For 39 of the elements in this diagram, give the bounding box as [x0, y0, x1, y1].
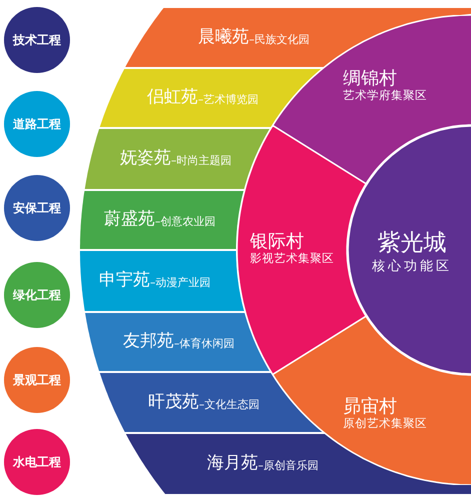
garden-theme: –艺术博览园 [198, 94, 258, 105]
garden-theme: –创意农业园 [155, 216, 216, 227]
center-subtitle: 核心功能区 [372, 260, 452, 273]
garden-band [99, 69, 322, 127]
village-theme: 影视艺术集聚区 [250, 253, 334, 264]
ring-segment [237, 125, 366, 375]
garden-name: 侣虹苑 [147, 89, 198, 106]
garden-theme: –时尚主题园 [171, 155, 232, 166]
category-label: 道路工程 [13, 118, 61, 130]
garden-theme: –体育休闲园 [174, 338, 234, 349]
category-label: 景观工程 [13, 374, 61, 386]
garden-theme: –动漫产业园 [150, 277, 210, 288]
village-name: 银际村 [250, 233, 304, 251]
garden-theme: –文化生态园 [199, 398, 260, 410]
garden-name: 申宇苑 [99, 272, 150, 289]
village-name: 绸锦村 [343, 70, 397, 88]
category-label: 安保工程 [13, 202, 61, 214]
garden-name: 晨曦苑 [198, 28, 249, 46]
garden-band [125, 434, 471, 494]
garden-name: 妩姿苑 [120, 150, 171, 167]
village-theme: 原创艺术集聚区 [343, 418, 427, 430]
garden-band [80, 191, 244, 249]
category-label: 水电工程 [13, 456, 61, 468]
garden-band [84, 129, 270, 189]
garden-band [85, 313, 270, 371]
garden-band [125, 8, 471, 67]
category-label: 技术工程 [13, 34, 61, 46]
garden-band [99, 373, 323, 432]
garden-theme: –原创音乐园 [258, 460, 318, 471]
category-label: 绿化工程 [13, 289, 61, 301]
garden-name: 旰茂苑 [148, 394, 199, 410]
garden-name: 蔚盛苑 [104, 211, 155, 228]
village-name: 昴宙村 [343, 398, 397, 416]
garden-band [80, 251, 245, 311]
garden-name: 海月苑 [207, 455, 258, 472]
center-title: 紫光城 [378, 232, 446, 255]
garden-name: 友邦苑 [123, 333, 174, 350]
village-theme: 艺术学府集聚区 [343, 90, 427, 102]
garden-theme: –民族文化园 [249, 34, 310, 44]
